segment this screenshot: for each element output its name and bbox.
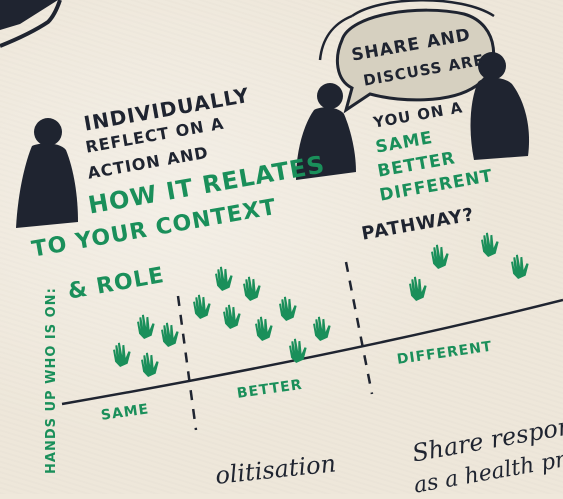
raised-hand-icon	[243, 276, 261, 301]
raised-hand-icon	[409, 276, 427, 301]
raised-hand-icon	[481, 232, 499, 257]
hands-up-side-label: HANDS UP WHO IS ON:	[44, 287, 59, 474]
person-discuss-right-icon	[470, 52, 530, 160]
person-left-icon	[16, 118, 78, 228]
divider-same-better	[176, 295, 198, 431]
banner-outline	[0, 0, 62, 48]
raised-hand-icon	[137, 314, 155, 339]
speech-bubble-icon	[318, 0, 496, 114]
raised-hand-icon	[313, 316, 331, 341]
divider-better-different	[344, 261, 374, 395]
raised-hand-icon	[193, 294, 211, 319]
raised-hand-icon	[113, 342, 131, 367]
raised-hand-icons	[113, 232, 529, 377]
raised-hand-icon	[161, 322, 179, 347]
raised-hand-icon	[289, 338, 307, 363]
raised-hand-icon	[215, 266, 233, 291]
raised-hand-icon	[255, 316, 273, 341]
person-discuss-left-icon	[296, 83, 356, 180]
raised-hand-icon	[141, 352, 159, 377]
raised-hand-icon	[431, 244, 449, 269]
raised-hand-icon	[223, 304, 241, 329]
raised-hand-icon	[511, 254, 529, 279]
raised-hand-icon	[279, 296, 297, 321]
title-banner-corner	[0, 0, 58, 30]
